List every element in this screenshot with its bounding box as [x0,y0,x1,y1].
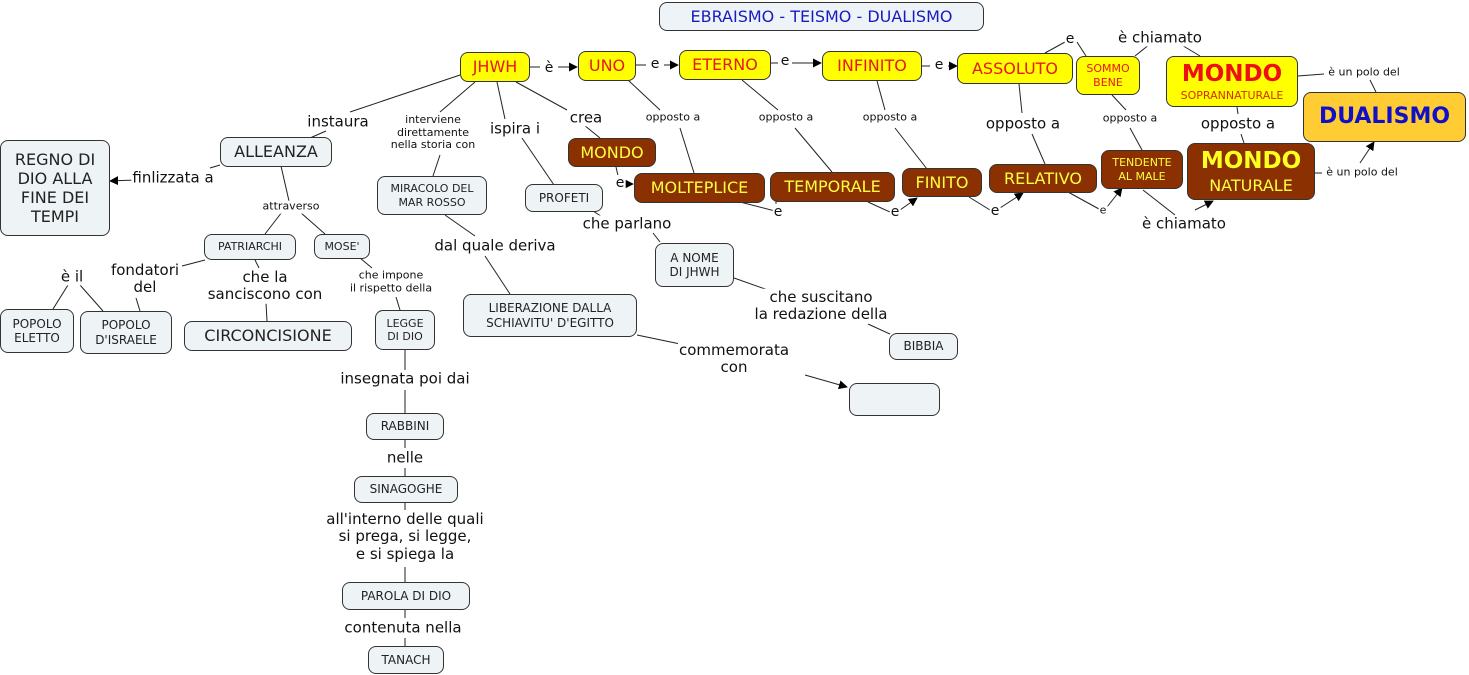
link-label: opposto a [1101,111,1159,126]
link-label: è un polo del [1327,65,1401,80]
link-label: e [1098,203,1108,218]
node-popolo-israele[interactable]: POPOLO D'ISRAELE [80,311,172,354]
node-relativo[interactable]: RELATIVO [989,164,1097,193]
link-label: opposto a [861,110,919,125]
mondo-soprannaturale-title: MONDO [1181,61,1283,88]
link-label: opposto a [1199,114,1277,133]
node-liberazione[interactable]: LIBERAZIONE DALLA SCHIAVITU' D'EGITTO [463,294,637,337]
node-sinagoghe[interactable]: SINAGOGHE [354,476,458,503]
node-jhwh[interactable]: JHWH [460,52,530,82]
node-mondo-naturale[interactable]: MONDO NATURALE [1187,143,1315,200]
node-assoluto[interactable]: ASSOLUTO [957,53,1073,84]
node-temporale[interactable]: TEMPORALE [770,172,895,202]
node-mose[interactable]: MOSE' [314,234,370,259]
node-bibbia[interactable]: BIBBIA [889,333,958,360]
link-label: che la sanciscono con [206,267,324,304]
node-parola-di-dio[interactable]: PAROLA DI DIO [342,582,470,610]
mondo-soprannaturale-subtitle: SOPRANNATURALE [1180,88,1284,102]
node-finito[interactable]: FINITO [902,168,982,197]
node-popolo-eletto[interactable]: POPOLO ELETTO [0,309,74,353]
link-label: e [779,52,791,70]
node-mondo-soprannaturale[interactable]: MONDO SOPRANNATURALE [1166,56,1298,107]
link-label: crea [568,108,604,127]
node-molteplice[interactable]: MOLTEPLICE [634,173,765,203]
link-label: e [1064,30,1076,48]
node-dualismo[interactable]: DUALISMO [1303,92,1466,142]
map-title: EBRAISMO - TEISMO - DUALISMO [659,2,984,31]
link-label: insegnata poi dai [339,369,471,388]
link-label: instaura [306,112,370,131]
node-eterno[interactable]: ETERNO [679,50,771,80]
link-label: e [614,174,626,192]
link-label: opposto a [644,110,702,125]
node-infinito[interactable]: INFINITO [822,51,922,81]
node-sommo-bene[interactable]: SOMMO BENE [1076,56,1140,95]
node-tendente-al-male[interactable]: TENDENTE AL MALE [1101,150,1183,189]
link-label: dal quale deriva [433,236,557,255]
link-label: è il [59,267,85,286]
node-regno-di-dio[interactable]: REGNO DI DIO ALLA FINE DEI TEMPI [0,140,110,236]
node-empty[interactable] [849,383,940,416]
node-a-nome-di-jhwh[interactable]: A NOME DI JHWH [655,243,734,287]
link-label: commemorata con [677,340,791,377]
link-label: ispira i [489,119,541,138]
link-label: e [889,203,901,221]
node-rabbini[interactable]: RABBINI [366,413,444,440]
link-label: attraverso [261,199,321,214]
link-label: che parlano [581,214,673,233]
link-label: e [933,56,945,74]
link-label: nelle [385,448,425,467]
node-tanach[interactable]: TANACH [368,646,444,674]
link-label: e [649,55,661,73]
link-label: all'interno delle quali si prega, si leg… [325,510,485,563]
link-label: opposto a [984,114,1062,133]
node-mondo[interactable]: MONDO [568,138,656,167]
node-uno[interactable]: UNO [578,51,636,81]
link-label: è un polo del [1325,165,1399,180]
mondo-naturale-subtitle: NATURALE [1209,175,1293,195]
link-label: è [543,59,555,77]
link-label: e [989,202,1001,220]
link-label: contenuta nella [343,618,463,637]
node-alleanza[interactable]: ALLEANZA [220,137,332,167]
link-label: che impone il rispetto della [348,268,434,295]
mondo-naturale-title: MONDO [1200,148,1302,175]
node-patriarchi[interactable]: PATRIARCHI [204,234,296,260]
link-label: finlizzata a [131,168,215,187]
link-label: interviene direttamente nella storia con [389,113,477,152]
node-profeti[interactable]: PROFETI [525,184,603,212]
link-label: fondatori del [109,260,181,297]
link-label: opposto a [757,110,815,125]
link-label: è chiamato [1117,28,1203,47]
link-label: e [772,203,784,221]
link-label: è chiamato [1141,214,1227,233]
node-circoncisione[interactable]: CIRCONCISIONE [184,321,352,351]
node-miracolo-mar-rosso[interactable]: MIRACOLO DEL MAR ROSSO [377,176,487,215]
link-label: che suscitano la redazione della [753,287,889,324]
node-legge-di-dio[interactable]: LEGGE DI DIO [375,310,435,350]
